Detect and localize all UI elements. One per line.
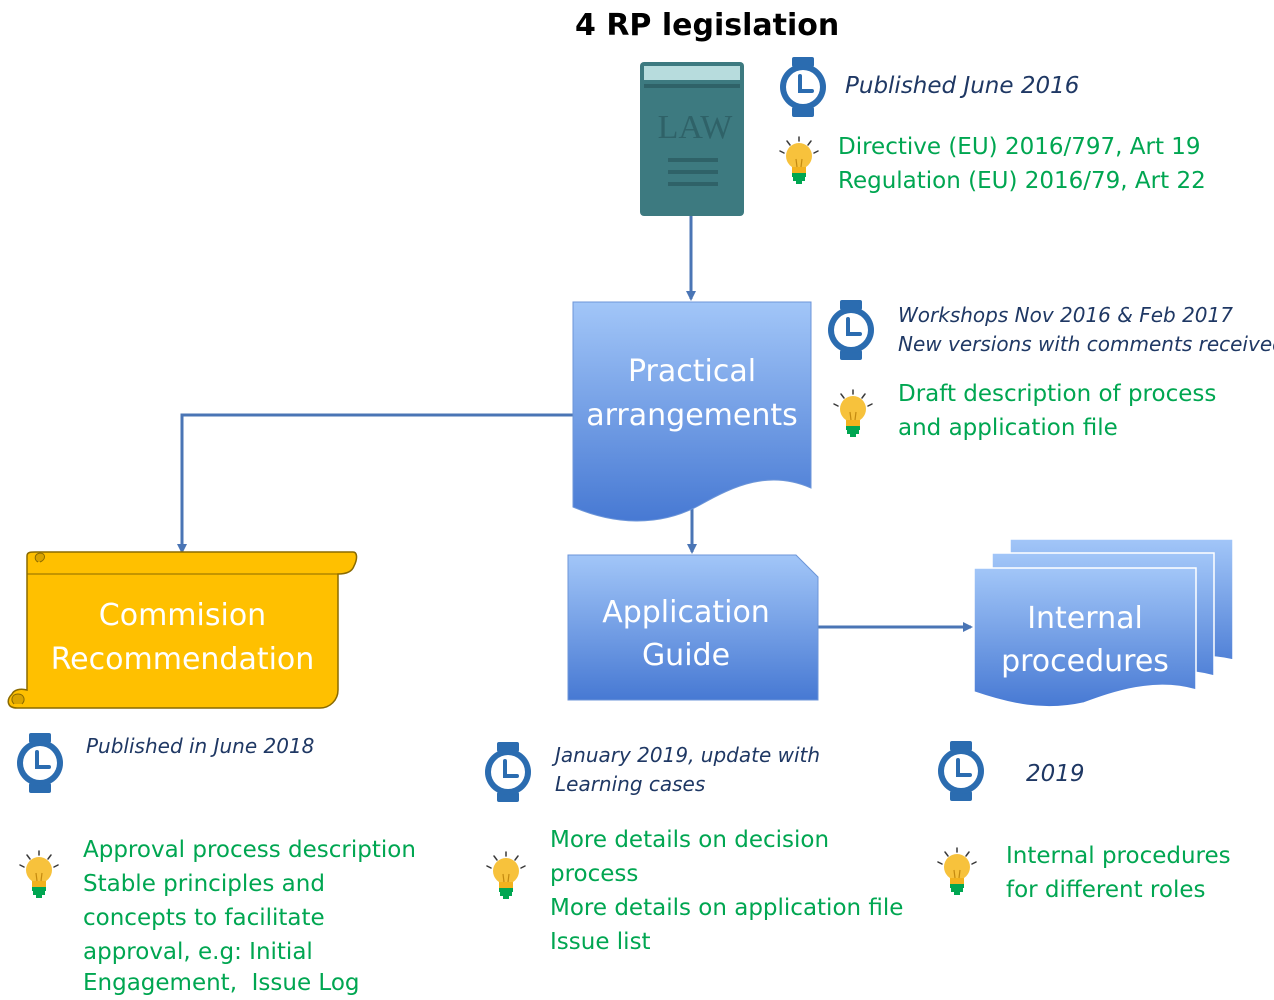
- application-guide-date-line2: Learning cases: [555, 772, 706, 796]
- lightbulb-icon: [937, 847, 977, 896]
- practical-arrangements-note-line2: and application file: [898, 415, 1118, 441]
- application-guide-label-line2: Guide: [641, 638, 731, 673]
- commission-recommendation-note-line5: Engagement, Issue Log: [83, 970, 360, 996]
- clock-icon: [483, 740, 533, 804]
- lightbulb-icon: [486, 851, 526, 900]
- internal-procedures-date: 2019: [1026, 761, 1085, 787]
- internal-procedures-label-line2: procedures: [1001, 644, 1169, 679]
- law-note-directive: Directive (EU) 2016/797, Art 19: [838, 134, 1201, 160]
- clock-icon: [826, 298, 876, 362]
- clock-icon: [15, 731, 65, 795]
- law-book-label: LAW: [658, 109, 734, 146]
- internal-procedures-label-line1: Internal: [1027, 601, 1143, 636]
- application-guide-note-line1: More details on decision: [550, 827, 830, 853]
- practical-arrangements-box: [572, 301, 812, 522]
- page-title: 4 RP legislation: [575, 8, 840, 43]
- internal-procedures-box: [973, 538, 1234, 708]
- lightbulb-icon: [19, 850, 59, 899]
- law-note-regulation: Regulation (EU) 2016/79, Art 22: [838, 168, 1206, 194]
- arrow-practical-to-recommendation: [177, 413, 573, 554]
- application-guide-label-line1: Application: [602, 595, 770, 630]
- practical-arrangements-note-line1: Draft description of process: [898, 381, 1217, 407]
- lightbulb-icon: [779, 136, 819, 185]
- commission-recommendation-note-line1: Approval process description: [83, 837, 416, 863]
- commission-recommendation-note-line4: approval, e.g: Initial: [83, 939, 313, 965]
- commission-recommendation-date: Published in June 2018: [86, 734, 315, 758]
- application-guide-note-line3: More details on application file: [550, 895, 904, 921]
- practical-arrangements-date-line1: Workshops Nov 2016 & Feb 2017: [898, 303, 1233, 327]
- application-guide-box: [567, 554, 819, 701]
- internal-procedures-note-line1: Internal procedures: [1006, 843, 1231, 869]
- commission-recommendation-note-line3: concepts to facilitate: [83, 905, 325, 931]
- practical-arrangements-date-line2: New versions with comments received: [898, 332, 1274, 356]
- commission-recommendation-label-line2: Recommendation: [50, 642, 315, 677]
- clock-icon: [936, 739, 986, 803]
- law-published-date: Published June 2016: [845, 73, 1080, 99]
- application-guide-note-line2: process: [550, 861, 639, 887]
- practical-arrangements-label-line1: Practical: [627, 354, 757, 389]
- application-guide-note-line4: Issue list: [550, 929, 651, 955]
- clock-icon: [778, 55, 828, 119]
- commission-recommendation-note-line2: Stable principles and: [83, 871, 325, 897]
- law-book-icon: [625, 62, 755, 216]
- commission-recommendation-scroll: [7, 551, 358, 709]
- application-guide-date-line1: January 2019, update with: [555, 743, 821, 767]
- lightbulb-icon: [833, 389, 873, 438]
- practical-arrangements-label-line2: arrangements: [586, 398, 798, 433]
- internal-procedures-note-line2: for different roles: [1006, 877, 1206, 903]
- commission-recommendation-label-line1: Commision: [98, 598, 267, 633]
